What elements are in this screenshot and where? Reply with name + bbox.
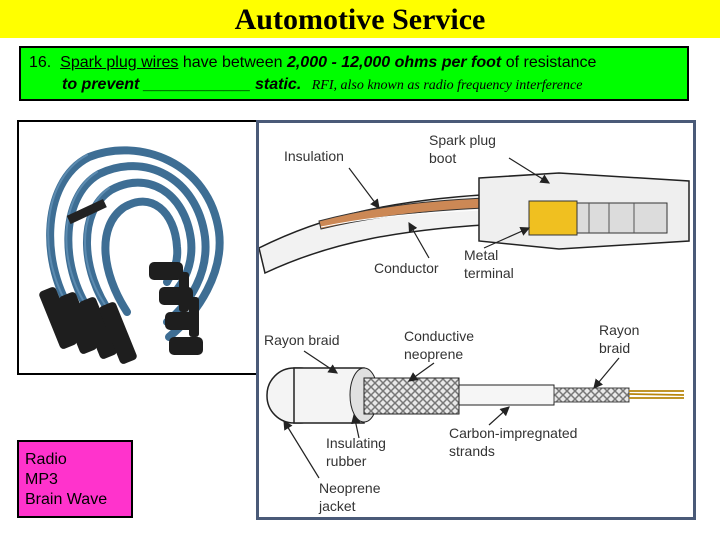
wire-1 xyxy=(46,146,224,341)
label-metal-terminal-2: terminal xyxy=(464,265,514,281)
question-box: 16. Spark plug wires have between 2,000 … xyxy=(19,46,689,101)
label-spark-plug-boot-1: Spark plug xyxy=(429,132,496,148)
label-conductive-neoprene-1: Conductive xyxy=(404,328,474,344)
wire-3 xyxy=(83,178,196,318)
label-conductor: Conductor xyxy=(374,260,439,276)
question-note: RFI, also known as radio frequency inter… xyxy=(311,78,583,93)
label-neoprene-jacket-2: jacket xyxy=(318,498,356,514)
wire-cutaway-diagram: Insulation Spark plug boot Conductor Met… xyxy=(256,120,696,520)
label-conductive-neoprene-2: neoprene xyxy=(404,346,463,362)
wire-2 xyxy=(64,162,210,326)
question-line-2-end: . xyxy=(296,76,302,93)
top-arrows xyxy=(348,157,551,259)
label-rayon-braid-right-1: Rayon xyxy=(599,322,639,338)
label-insulation: Insulation xyxy=(284,148,344,164)
question-line-2: to prevent ____________ static. RFI, als… xyxy=(29,74,687,97)
side-list-item-brain-wave: Brain Wave xyxy=(25,491,108,508)
question-line-1: 16. Spark plug wires have between 2,000 … xyxy=(29,52,687,74)
side-list-box: Radio MP3 Brain Wave xyxy=(17,440,133,518)
title-bar xyxy=(0,0,720,38)
top-wire-illustration xyxy=(259,172,690,275)
bottom-arrows xyxy=(283,350,620,479)
question-text-1: have between xyxy=(178,54,287,71)
slide-title: Automotive Service xyxy=(234,3,486,36)
bottom-cable-illustration xyxy=(266,367,685,424)
spark-plug-wires-photo xyxy=(17,120,265,375)
label-insulating-rubber-2: rubber xyxy=(326,453,367,469)
label-insulating-rubber-1: Insulating xyxy=(326,435,386,451)
label-rayon-braid-left: Rayon braid xyxy=(264,332,340,348)
question-number: 16. xyxy=(29,54,52,71)
label-metal-terminal-1: Metal xyxy=(464,247,498,263)
boots-right xyxy=(149,262,203,355)
question-text-2: of resistance xyxy=(501,54,597,71)
question-value: 2,000 - 12,000 ohms per foot xyxy=(286,54,502,71)
question-blank-line: to prevent ____________ static xyxy=(62,76,297,93)
side-list-item-radio: Radio xyxy=(25,451,67,468)
question-subject: Spark plug wires xyxy=(60,54,179,71)
label-neoprene-jacket-1: Neoprene xyxy=(319,480,381,496)
wire-separator xyxy=(66,199,107,225)
side-list-item-mp3: MP3 xyxy=(25,471,58,488)
boots-left xyxy=(39,287,137,364)
label-rayon-braid-right-2: braid xyxy=(599,340,630,356)
label-spark-plug-boot-2: boot xyxy=(429,150,456,166)
label-carbon-strands-2: strands xyxy=(449,443,495,459)
cutaway-illustration: Insulation Spark plug boot Conductor Met… xyxy=(259,132,690,514)
label-carbon-strands-1: Carbon-impregnated xyxy=(449,425,577,441)
wire-set-illustration xyxy=(39,146,224,364)
